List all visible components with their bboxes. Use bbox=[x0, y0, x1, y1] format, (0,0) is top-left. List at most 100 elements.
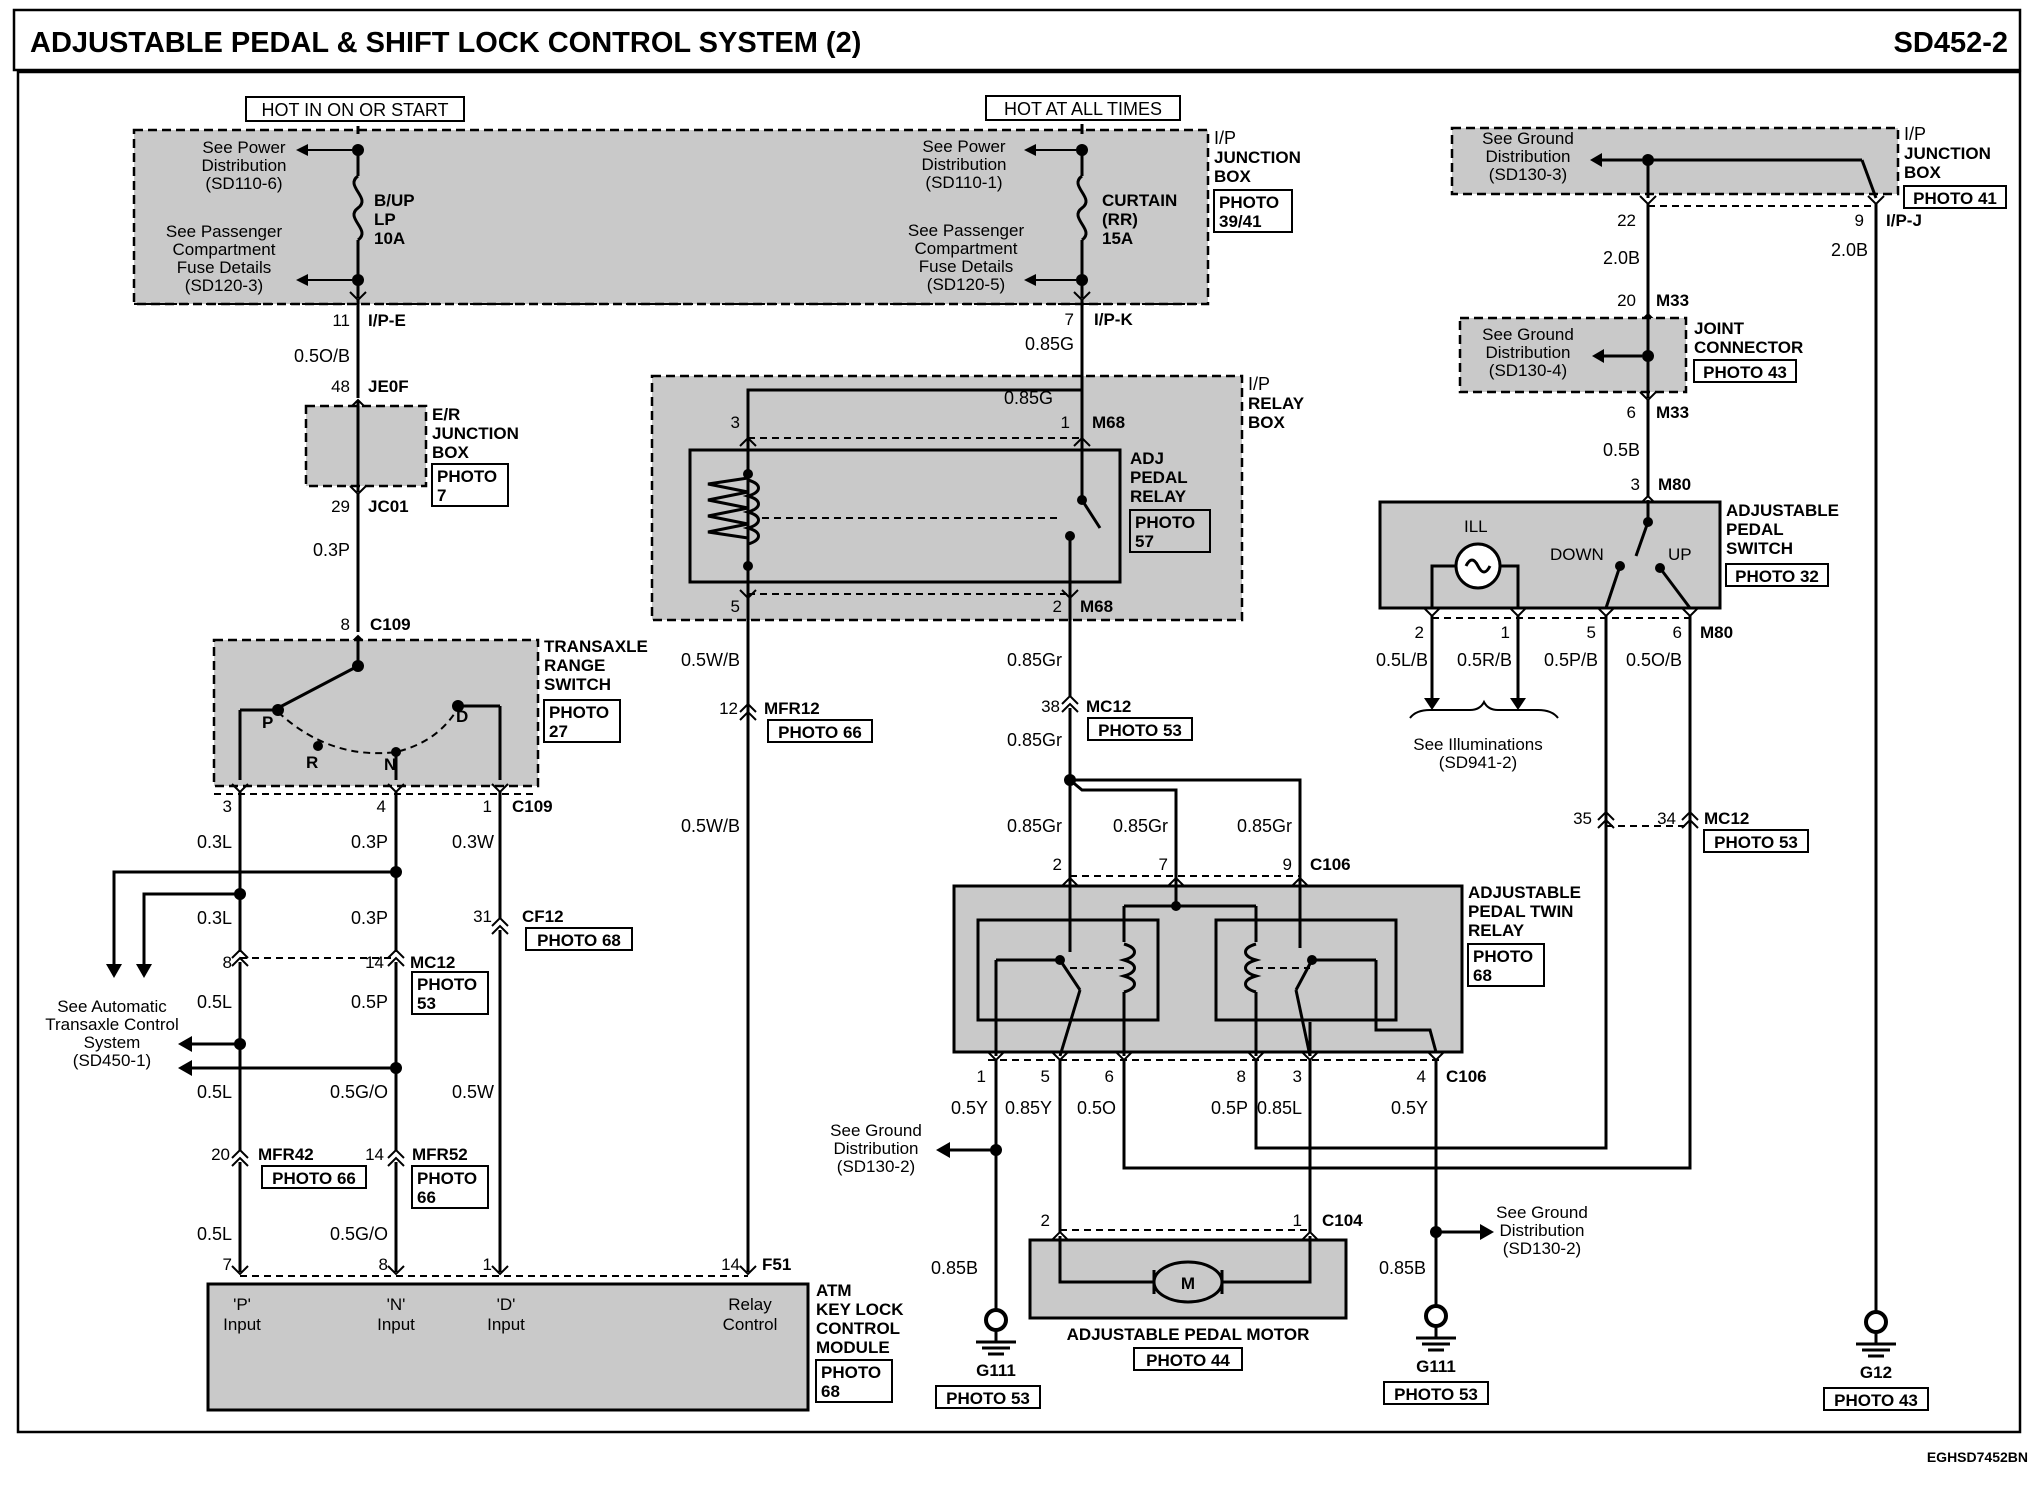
svg-text:D: D bbox=[456, 707, 468, 726]
wire-085gr-e: 0.85Gr bbox=[1237, 816, 1292, 836]
wires-pedal-switch-out bbox=[1409, 616, 1692, 812]
svg-text:I/P: I/P bbox=[1248, 374, 1270, 394]
svg-text:1: 1 bbox=[1061, 413, 1070, 432]
wire-20b-b: 2.0B bbox=[1831, 240, 1868, 260]
svg-text:RANGE: RANGE bbox=[544, 656, 605, 675]
page-code: SD452-2 bbox=[1894, 27, 2008, 59]
adjustable-pedal-switch bbox=[1378, 500, 1722, 610]
adjustable-pedal-twin-relay bbox=[952, 884, 1464, 1054]
svg-text:10A: 10A bbox=[374, 229, 405, 248]
g111-left-photo: PHOTO 53 bbox=[946, 1389, 1030, 1408]
svg-text:M33: M33 bbox=[1656, 291, 1689, 310]
hot-always-box bbox=[985, 95, 1181, 121]
wire-05l-b: 0.5L bbox=[197, 1082, 232, 1102]
ground-g12: G12 bbox=[1856, 1310, 1896, 1382]
svg-text:See Passenger: See Passenger bbox=[166, 222, 283, 241]
svg-text:See Passenger: See Passenger bbox=[908, 221, 1025, 240]
svg-text:7: 7 bbox=[1159, 855, 1168, 874]
svg-text:14: 14 bbox=[365, 953, 384, 972]
svg-text:System: System bbox=[84, 1033, 141, 1052]
pedal-switch-up: UP bbox=[1668, 545, 1692, 564]
wire-05ob: 0.5O/B bbox=[294, 346, 350, 366]
ip-jb-right-label: I/P JUNCTION BOX bbox=[1904, 124, 1991, 182]
mc12-left-photo-box bbox=[411, 971, 489, 1015]
svg-text:ADJ: ADJ bbox=[1130, 449, 1164, 468]
pedal-motor-label: ADJUSTABLE PEDAL MOTOR bbox=[1067, 1325, 1310, 1344]
wire-05y-a: 0.5Y bbox=[951, 1098, 988, 1118]
joint-connector-photo: PHOTO 43 bbox=[1703, 363, 1787, 382]
svg-text:1: 1 bbox=[1501, 623, 1510, 642]
ground-g111-right: G111 bbox=[1416, 1304, 1456, 1376]
svg-text:PEDAL TWIN: PEDAL TWIN bbox=[1468, 902, 1573, 921]
svg-text:I/P-K: I/P-K bbox=[1094, 310, 1133, 329]
wire-05pb: 0.5P/B bbox=[1544, 650, 1598, 670]
wire-03l-b: 0.3L bbox=[197, 908, 232, 928]
cf12-photo-box bbox=[525, 927, 633, 951]
connector-c106-bottom: 1 5 6 8 3 4 C106 bbox=[977, 1051, 1487, 1086]
svg-text:Fuse Details: Fuse Details bbox=[919, 257, 1013, 276]
adj-pedal-relay-photo-1: PHOTO bbox=[1135, 513, 1195, 532]
wire-085b-b: 0.85B bbox=[1379, 1258, 1426, 1278]
svg-text:M80: M80 bbox=[1658, 475, 1691, 494]
svg-text:3: 3 bbox=[1631, 475, 1640, 494]
range-switch-photo-2: 27 bbox=[549, 722, 568, 741]
svg-text:See Power: See Power bbox=[922, 137, 1005, 156]
twin-relay-photo-2: 68 bbox=[1473, 966, 1492, 985]
mc12-center-photo-box bbox=[1087, 717, 1193, 741]
atm-module-photo-box bbox=[815, 1359, 893, 1403]
svg-text:KEY LOCK: KEY LOCK bbox=[816, 1300, 904, 1319]
connector-m80-top: 3 M80 bbox=[1631, 475, 1691, 505]
svg-text:JUNCTION: JUNCTION bbox=[1214, 148, 1301, 167]
ip-jb-photo-2: 39/41 bbox=[1219, 212, 1262, 231]
power-dist-note-2: See Power Distribution (SD110-1) bbox=[921, 137, 1006, 192]
ip-jb-right-internals bbox=[1590, 153, 1878, 199]
hot-start-label: HOT IN ON OR START bbox=[261, 100, 448, 120]
svg-text:6: 6 bbox=[1105, 1067, 1114, 1086]
g111-left-photo-box bbox=[935, 1385, 1041, 1409]
pedal-switch-photo: PHOTO 32 bbox=[1735, 567, 1819, 586]
svg-text:Control: Control bbox=[723, 1315, 778, 1334]
connector-c109-bottom: 3 4 1 C109 bbox=[223, 783, 553, 816]
atm-key-lock-module bbox=[206, 1282, 810, 1412]
svg-text:PEDAL: PEDAL bbox=[1130, 468, 1188, 487]
svg-text:Distribution: Distribution bbox=[921, 155, 1006, 174]
svg-text:M: M bbox=[1181, 1274, 1195, 1293]
svg-text:Compartment: Compartment bbox=[915, 239, 1018, 258]
title-frame bbox=[12, 8, 2022, 72]
hot-start-box bbox=[245, 96, 465, 122]
ip-relay-box-label: I/P RELAY BOX bbox=[1248, 374, 1305, 432]
svg-text:3: 3 bbox=[731, 413, 740, 432]
svg-text:G12: G12 bbox=[1860, 1363, 1892, 1382]
wire-05y-b: 0.5Y bbox=[1391, 1098, 1428, 1118]
drawing-code: EGHSD7452BN bbox=[1927, 1449, 2028, 1465]
range-switch-photo-box bbox=[543, 699, 621, 743]
svg-text:See Power: See Power bbox=[202, 138, 285, 157]
mc12-right-photo-box bbox=[1703, 829, 1809, 853]
pedal-switch-ill: ILL bbox=[1464, 517, 1488, 536]
ground-dist-note-1: See Ground Distribution (SD130-3) bbox=[1482, 129, 1574, 184]
wire-05o: 0.5O bbox=[1077, 1098, 1116, 1118]
wire-05wb-b: 0.5W/B bbox=[681, 816, 740, 836]
fuse-b-up-lp bbox=[296, 126, 364, 298]
adj-pedal-relay-label: ADJ PEDAL RELAY bbox=[1130, 449, 1188, 506]
mc12-left-photo-2: 53 bbox=[417, 994, 436, 1013]
svg-text:MC12: MC12 bbox=[1704, 809, 1749, 828]
svg-text:JUNCTION: JUNCTION bbox=[1904, 144, 1991, 163]
ip-jb-right-photo: PHOTO 41 bbox=[1913, 189, 1997, 208]
svg-text:M80: M80 bbox=[1700, 623, 1733, 642]
wire-03p-c: 0.3P bbox=[351, 908, 388, 928]
joint-connector-label: JOINT CONNECTOR bbox=[1694, 319, 1803, 357]
svg-text:(SD130-2): (SD130-2) bbox=[837, 1157, 915, 1176]
svg-text:RELAY: RELAY bbox=[1130, 487, 1187, 506]
ground-dist-note-4: See Ground Distribution (SD130-2) bbox=[1496, 1203, 1588, 1258]
mfr42-photo-box bbox=[261, 1165, 367, 1189]
svg-text:Relay: Relay bbox=[728, 1295, 772, 1314]
mfr12-photo-box bbox=[767, 719, 873, 743]
twin-relay-photo-box bbox=[1467, 943, 1545, 987]
svg-text:3: 3 bbox=[1293, 1067, 1302, 1086]
svg-text:8: 8 bbox=[379, 1255, 388, 1274]
ground-dist-note-2: See Ground Distribution (SD130-4) bbox=[1482, 325, 1574, 380]
pedal-motor-photo: PHOTO 44 bbox=[1146, 1351, 1230, 1370]
mfr52-photo-box bbox=[411, 1165, 489, 1209]
